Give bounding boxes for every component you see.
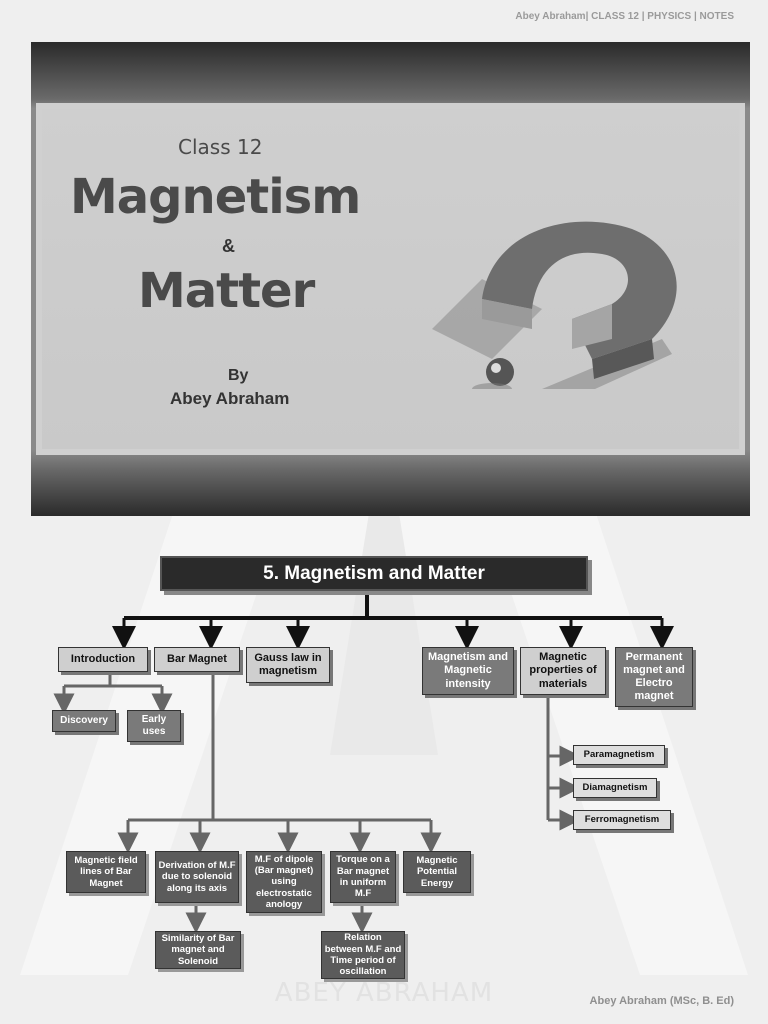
node-discovery: Discovery <box>52 710 116 732</box>
node-potential-energy: Magnetic Potential Energy <box>403 851 471 893</box>
magnet-question-icon <box>432 221 677 389</box>
node-field-lines: Magnetic field lines of Bar Magnet <box>66 851 146 893</box>
page-footer: Abey Abraham (MSc, B. Ed) <box>589 995 734 1007</box>
node-bar-magnet: Bar Magnet <box>154 647 240 672</box>
watermark-text: ABEY ABRAHAM <box>274 978 494 1008</box>
diagram-title: 5. Magnetism and Matter <box>160 556 588 591</box>
banner-panel: Class 12 Magnetism & Matter By Abey Abra… <box>36 103 745 455</box>
page-header: Abey Abraham| CLASS 12 | PHYSICS | NOTES <box>515 11 734 22</box>
node-solenoid-derivation: Derivation of M.F due to solenoid along … <box>155 851 239 903</box>
node-time-period-relation: Relation between M.F and Time period of … <box>321 931 405 979</box>
node-torque: Torque on a Bar magnet in uniform M.F <box>330 851 396 903</box>
node-magnetic-intensity: Magnetism and Magnetic intensity <box>422 647 514 695</box>
node-magnetic-properties: Magnetic properties of materials <box>520 647 606 695</box>
title-banner: Class 12 Magnetism & Matter By Abey Abra… <box>31 42 750 516</box>
banner-title-line2: Matter <box>138 263 315 319</box>
concept-map: 5. Magnetism and Matter Introduction Bar… <box>0 540 768 980</box>
banner-by: By <box>228 367 249 384</box>
banner-title-line1: Magnetism <box>70 169 361 225</box>
node-similarity: Similarity of Bar magnet and Solenoid <box>155 931 241 969</box>
class-label: Class 12 <box>178 135 263 159</box>
node-permanent-magnet: Permanent magnet and Electro magnet <box>615 647 693 707</box>
node-introduction: Introduction <box>58 647 148 672</box>
node-early-uses: Early uses <box>127 710 181 742</box>
connector-lines <box>53 593 674 934</box>
node-dipole-field: M.F of dipole (Bar magnet) using electro… <box>246 851 322 913</box>
node-diamagnetism: Diamagnetism <box>573 778 657 798</box>
node-gauss-law: Gauss law in magnetism <box>246 647 330 683</box>
banner-author: Abey Abraham <box>170 389 290 408</box>
banner-ampersand: & <box>222 236 235 256</box>
node-paramagnetism: Paramagnetism <box>573 745 665 765</box>
node-ferromagnetism: Ferromagnetism <box>573 810 671 830</box>
